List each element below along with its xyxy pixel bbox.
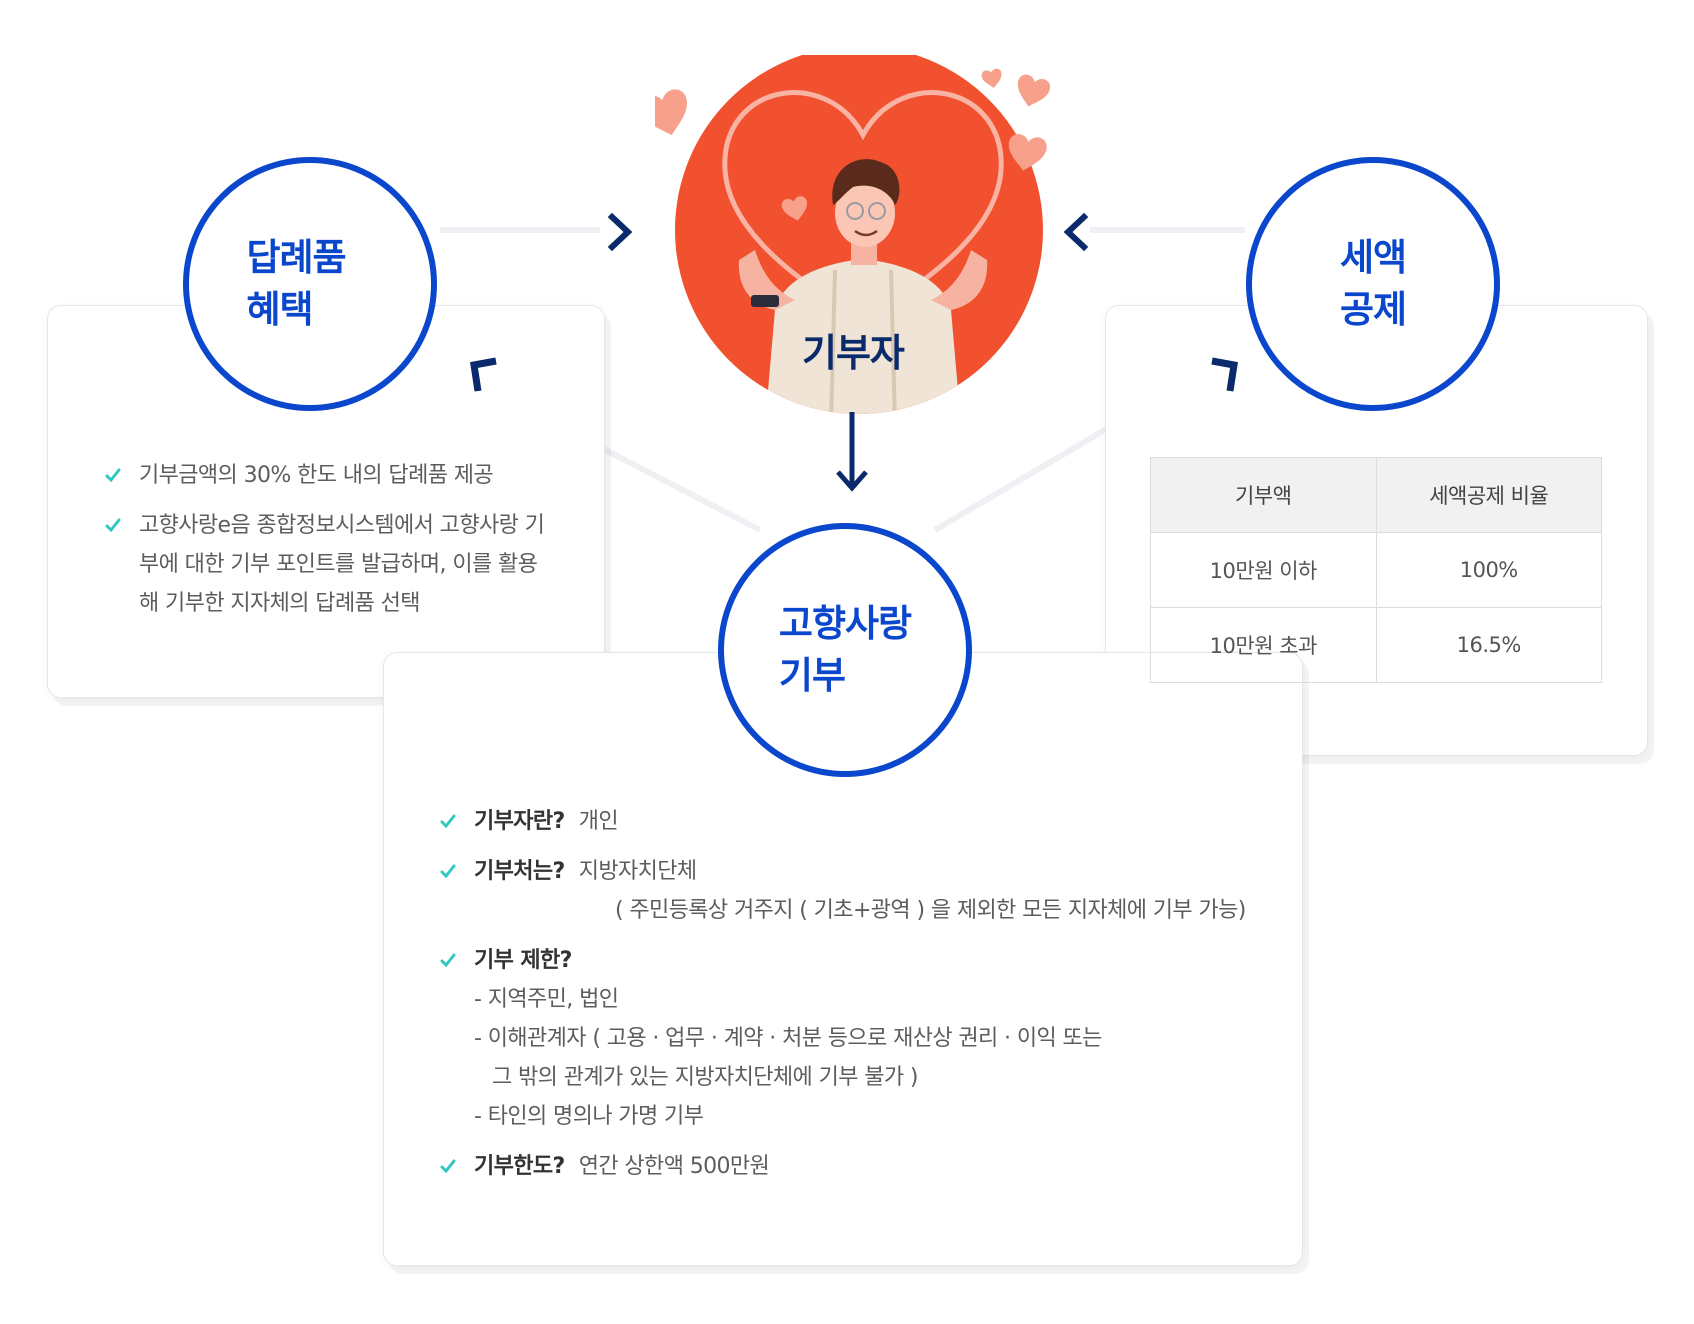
restriction-item: - 이해관계자 ( 고용 · 업무 · 계약 · 처분 등으로 재산상 권리 ·… xyxy=(474,1026,1102,1051)
gift-bullet-text: 기부금액의 30% 한도 내의 답례품 제공 xyxy=(139,463,494,488)
list-item: 기부한도? 연간 상한액 500만원 xyxy=(440,1147,1260,1186)
heart-icon xyxy=(655,89,687,136)
tax-credit-table: 기부액 세액공제 비율 10만원 이하 100% 10만원 초과 16.5% xyxy=(1150,457,1602,683)
chevron-left-icon xyxy=(1063,213,1089,251)
heart-icon xyxy=(1017,74,1051,107)
check-icon xyxy=(105,518,121,532)
restriction-item: - 지역주민, 법인 xyxy=(474,987,619,1012)
list-item: 기부 제한? - 지역주민, 법인 - 이해관계자 ( 고용 · 업무 · 계약… xyxy=(440,941,1260,1136)
table-row: 10만원 이하 100% xyxy=(1150,532,1602,608)
list-item: 기부처는? 지방자치단체 ( 주민등록상 거주지 ( 기초+광역 ) 을 제외한 … xyxy=(440,852,1260,930)
heart-icon xyxy=(981,68,1002,88)
heart-icon xyxy=(1008,134,1047,171)
table-header-row: 기부액 세액공제 비율 xyxy=(1150,457,1602,533)
answer-note: ( 주민등록상 거주지 ( 기초+광역 ) 을 제외한 모든 지자체에 기부 가… xyxy=(615,898,1246,923)
check-icon xyxy=(105,468,121,482)
table-cell: 100% xyxy=(1375,532,1602,608)
check-icon xyxy=(440,814,456,828)
table-header-cell: 기부액 xyxy=(1150,457,1377,533)
question-label: 기부 제한? xyxy=(474,948,572,973)
question-label: 기부자란? xyxy=(474,809,565,834)
gift-benefit-list: 기부금액의 30% 한도 내의 답례품 제공 고향사랑e음 종합정보시스템에서 … xyxy=(105,456,555,623)
donor-illustration xyxy=(655,55,1051,414)
shirt-shape xyxy=(765,259,961,414)
answer-text: 연간 상한액 500만원 xyxy=(578,1154,770,1179)
table-header-cell: 세액공제 비율 xyxy=(1375,457,1602,533)
table-cell: 16.5% xyxy=(1375,607,1602,683)
answer-text: 지방자치단체 xyxy=(578,859,697,884)
hometown-donation-list: 기부자란? 개인 기부처는? 지방자치단체 ( 주민등록상 거주지 ( 기초+광역 … xyxy=(440,802,1260,1186)
list-item: 고향사랑e음 종합정보시스템에서 고향사랑 기부에 대한 기부 포인트를 발급하… xyxy=(105,506,555,623)
table-row: 10만원 초과 16.5% xyxy=(1150,607,1602,683)
check-icon xyxy=(440,864,456,878)
arrow-corner-left-icon xyxy=(470,357,497,392)
gift-bullet-text: 고향사랑e음 종합정보시스템에서 고향사랑 기부에 대한 기부 포인트를 발급하… xyxy=(139,513,545,616)
hair-shape xyxy=(832,159,900,205)
face-shape xyxy=(835,179,895,247)
restriction-item: 그 밖의 관계가 있는 지방자치단체에 기부 불가 ) xyxy=(492,1065,919,1090)
restriction-item: - 타인의 명의나 가명 기부 xyxy=(474,1104,704,1129)
list-item: 기부자란? 개인 xyxy=(440,802,1260,841)
question-label: 기부한도? xyxy=(474,1154,565,1179)
heart-icon xyxy=(781,196,808,221)
arrow-down-icon xyxy=(836,412,868,492)
check-icon xyxy=(440,953,456,967)
table-cell: 10만원 초과 xyxy=(1150,607,1377,683)
answer-text: 개인 xyxy=(578,809,619,834)
arrow-corner-right-icon xyxy=(1211,357,1238,392)
table-cell: 10만원 이하 xyxy=(1150,532,1377,608)
question-label: 기부처는? xyxy=(474,859,565,884)
check-icon xyxy=(440,1159,456,1173)
chevron-right-icon xyxy=(607,213,633,251)
donor-label: 기부자 xyxy=(802,331,905,375)
list-item: 기부금액의 30% 한도 내의 답례품 제공 xyxy=(105,456,555,495)
